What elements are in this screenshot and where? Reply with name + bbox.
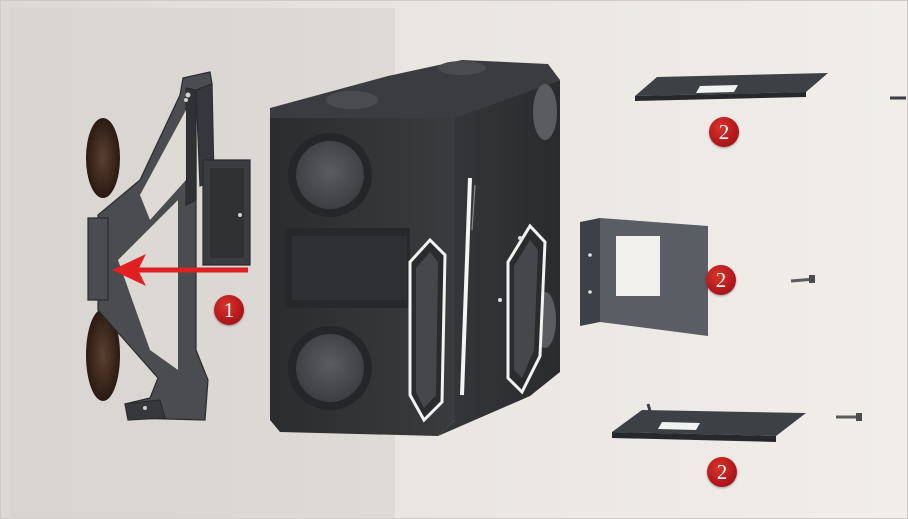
callout-badge-plate-bottom: 2 [707, 457, 737, 487]
callout-badge-bracket: 1 [214, 295, 244, 325]
callout-badge-plate-top: 2 [709, 117, 739, 147]
wall-duct-hole-top [86, 118, 120, 198]
callout-badge-plate-middle: 2 [706, 265, 736, 295]
ventilation-unit [270, 60, 560, 436]
